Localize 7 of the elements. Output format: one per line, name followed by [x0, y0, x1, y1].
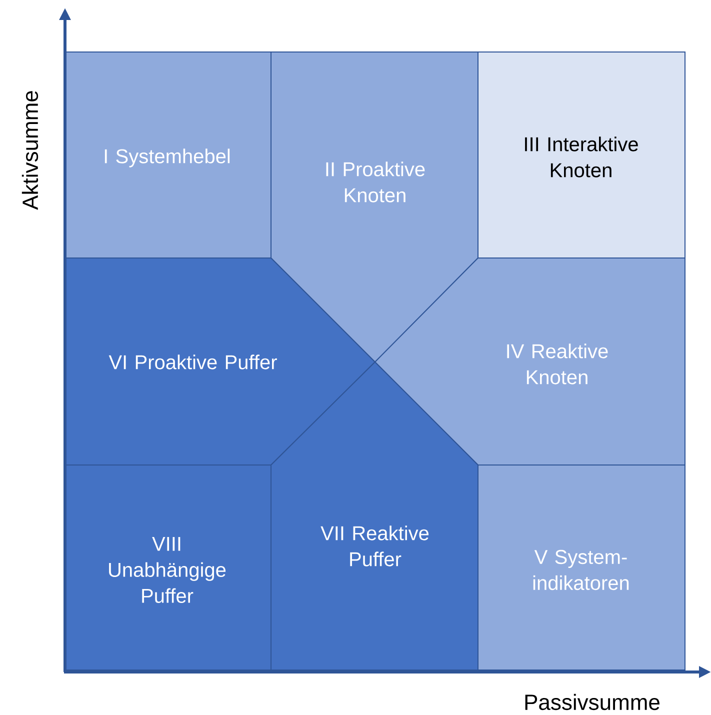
quadrant-field: I Systemhebel — [64, 52, 272, 258]
quadrant-field: VI Proaktive Puffer — [64, 258, 376, 466]
quadrant-field: V System-indikatoren — [478, 464, 686, 670]
axis-label: Passivsumme — [525, 694, 660, 710]
quadrant-field: III Interaktive Knoten — [478, 52, 686, 258]
axis-label: Aktivsumme — [22, 91, 38, 210]
quadrant-field: VIII Unabhängige Puffer — [64, 464, 272, 670]
